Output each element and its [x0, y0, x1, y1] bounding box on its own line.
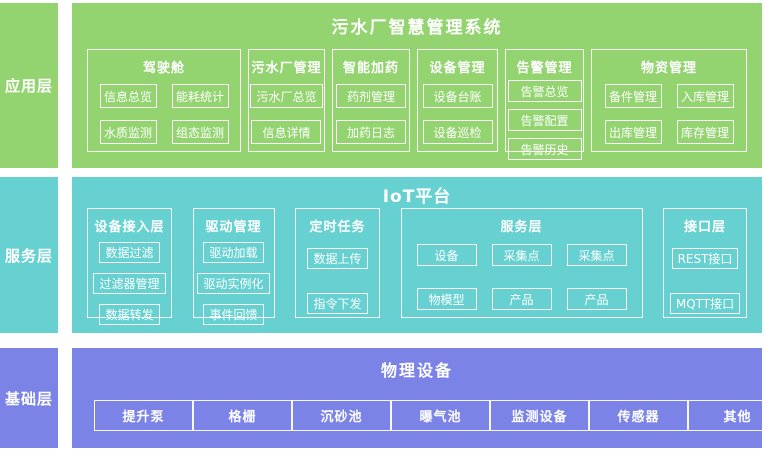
physical-device-items: 提升泵 格栅 沉砂池 曝气池 监测设备 传感器 其他	[94, 400, 766, 431]
sidebar-label-service-layer: 服务层	[0, 177, 58, 333]
application-layer-panel: 污水厂智慧管理系统 驾驶舱 信息总览 能耗统计 水质监测 组态监测 污水厂管理 …	[72, 3, 762, 168]
application-layer-title: 污水厂智慧管理系统	[331, 18, 503, 38]
device-item: 监测设备	[490, 400, 589, 431]
sidebar-label-application-layer: 应用层	[0, 3, 58, 168]
group-scheduled-tasks-title: 定时任务	[309, 220, 366, 235]
group-scheduled-tasks: 定时任务 数据上传 指令下发	[295, 208, 380, 318]
device-item: 其他	[688, 400, 766, 431]
group-item: 产品	[566, 288, 627, 310]
group-device-access-layer: 设备接入层 数据过滤 过滤器管理 数据转发	[87, 208, 172, 325]
group-item: 采集点	[566, 244, 627, 266]
group-item: 产品	[491, 288, 552, 310]
device-item: 提升泵	[94, 400, 193, 431]
group-scheduled-tasks-items: 数据上传 指令下发	[307, 248, 368, 314]
group-cockpit: 驾驶舱 信息总览 能耗统计 水质监测 组态监测	[87, 49, 241, 152]
group-equipment-management-items: 设备台账 设备巡检	[422, 84, 493, 144]
group-smart-dosing-items: 药剂管理 加药日志	[336, 84, 406, 144]
group-service-sublayer-items: 设备 采集点 采集点 物模型 产品 产品	[416, 244, 627, 310]
group-item: 信息总览	[99, 84, 157, 108]
group-item: 出库管理	[604, 120, 662, 144]
group-item: MQTT接口	[669, 293, 741, 314]
group-item: 信息详情	[251, 120, 322, 144]
group-smart-dosing-title: 智能加药	[342, 61, 399, 76]
service-layer-groups: 设备接入层 数据过滤 过滤器管理 数据转发 驱动管理 驱动加载 驱动实例化 事件…	[87, 208, 747, 325]
group-item: 加药日志	[336, 120, 406, 144]
group-interface-layer-items: REST接口 MQTT接口	[669, 248, 741, 314]
group-device-access-layer-items: 数据过滤 过滤器管理 数据转发	[93, 242, 166, 325]
group-item: 数据过滤	[99, 242, 160, 263]
group-driver-management: 驱动管理 驱动加载 驱动实例化 事件回馈	[192, 208, 275, 325]
group-item: 事件回馈	[203, 304, 264, 325]
group-item: 数据转发	[99, 304, 160, 325]
group-item: 数据上传	[307, 248, 368, 269]
group-alarm-management-items: 告警总览 告警配置 告警历史	[507, 80, 582, 160]
group-item: 库存管理	[676, 120, 734, 144]
sidebar-label-base-layer: 基础层	[0, 348, 58, 448]
base-layer-title: 物理设备	[380, 361, 453, 380]
service-layer-title: IoT平台	[382, 187, 452, 207]
group-item: 入库管理	[676, 84, 734, 108]
application-layer-groups: 驾驶舱 信息总览 能耗统计 水质监测 组态监测 污水厂管理 污水厂总览 信息详情…	[87, 49, 747, 160]
group-materials-management-title: 物资管理	[640, 61, 697, 76]
group-item: 设备	[416, 244, 477, 266]
device-item: 沉砂池	[292, 400, 391, 431]
service-layer-panel: IoT平台 设备接入层 数据过滤 过滤器管理 数据转发 驱动管理 驱动加载 驱动…	[72, 177, 762, 333]
group-sewage-plant-management-items: 污水厂总览 信息详情	[250, 84, 323, 144]
group-item: 告警总览	[507, 80, 582, 102]
group-cockpit-items: 信息总览 能耗统计 水质监测 组态监测	[99, 84, 229, 144]
group-smart-dosing: 智能加药 药剂管理 加药日志	[332, 49, 410, 152]
group-alarm-management: 告警管理 告警总览 告警配置 告警历史	[505, 49, 584, 160]
group-alarm-management-title: 告警管理	[516, 61, 573, 76]
group-item: 水质监测	[99, 120, 157, 144]
device-item: 格栅	[193, 400, 292, 431]
group-item: REST接口	[671, 248, 739, 269]
group-cockpit-title: 驾驶舱	[142, 61, 185, 76]
base-layer-panel: 物理设备 提升泵 格栅 沉砂池 曝气池 监测设备 传感器 其他	[72, 348, 766, 448]
group-item: 指令下发	[307, 293, 368, 314]
group-item: 过滤器管理	[93, 273, 166, 294]
group-equipment-management-title: 设备管理	[429, 61, 486, 76]
group-item: 能耗统计	[171, 84, 229, 108]
group-interface-layer: 接口层 REST接口 MQTT接口	[663, 208, 747, 318]
device-item: 曝气池	[391, 400, 490, 431]
group-materials-management: 物资管理 备件管理 入库管理 出库管理 库存管理	[591, 49, 747, 152]
group-item: 设备台账	[422, 84, 493, 108]
group-service-sublayer-title: 服务层	[500, 220, 543, 235]
group-item: 物模型	[416, 288, 477, 310]
group-item: 污水厂总览	[250, 84, 323, 108]
device-item: 传感器	[589, 400, 688, 431]
group-sewage-plant-management-title: 污水厂管理	[251, 61, 322, 76]
group-item: 告警配置	[507, 109, 582, 131]
group-driver-management-title: 驱动管理	[205, 220, 262, 235]
group-item: 组态监测	[171, 120, 229, 144]
group-item: 驱动实例化	[197, 273, 270, 294]
group-sewage-plant-management: 污水厂管理 污水厂总览 信息详情	[248, 49, 325, 152]
group-device-access-layer-title: 设备接入层	[94, 220, 165, 235]
group-item: 驱动加载	[203, 242, 264, 263]
group-item: 备件管理	[604, 84, 662, 108]
group-materials-management-items: 备件管理 入库管理 出库管理 库存管理	[604, 84, 734, 144]
group-item: 采集点	[491, 244, 552, 266]
group-item: 设备巡检	[422, 120, 493, 144]
group-equipment-management: 设备管理 设备台账 设备巡检	[417, 49, 498, 152]
group-driver-management-items: 驱动加载 驱动实例化 事件回馈	[197, 242, 270, 325]
group-item: 告警历史	[507, 138, 582, 160]
group-service-sublayer: 服务层 设备 采集点 采集点 物模型 产品 产品	[400, 208, 643, 318]
group-item: 药剂管理	[336, 84, 406, 108]
group-interface-layer-title: 接口层	[683, 220, 726, 235]
